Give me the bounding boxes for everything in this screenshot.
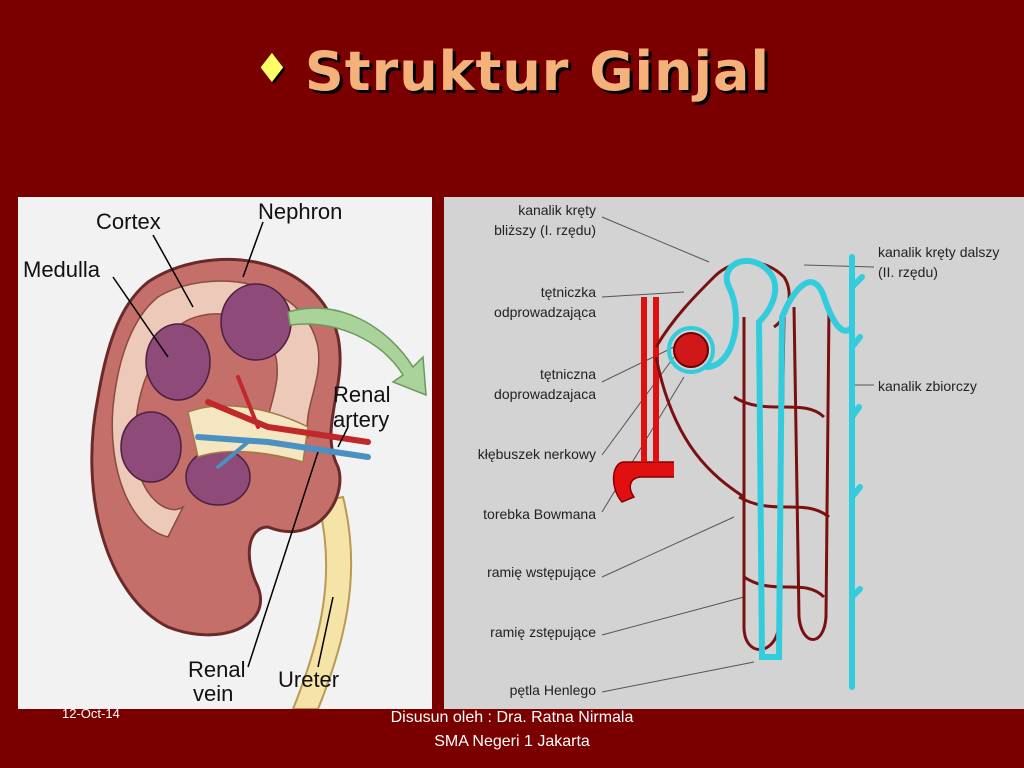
label-petla-henlego: pętla Henlego: [510, 682, 597, 698]
label-nephron: Nephron: [258, 199, 342, 224]
slide-title-text: Struktur Ginjal: [304, 40, 770, 103]
label-tetniczna: tętniczna: [540, 366, 596, 382]
nephron-left-labels: kanalik kręty bliższy (I. rzędu) tętnicz…: [478, 202, 596, 698]
label-ureter: Ureter: [278, 667, 339, 692]
label-renal-vein-2: vein: [193, 681, 233, 706]
label-tetniczka: tętniczka: [541, 284, 596, 300]
kidney-diagram: Cortex Nephron Medulla Renal artery Rena…: [18, 197, 432, 709]
nephron-arrow: [287, 307, 427, 397]
label-kanalik-dalszy: kanalik kręty dalszy: [878, 244, 999, 260]
renal-vessels: [195, 375, 371, 469]
ureter-shape: [291, 495, 353, 709]
footer-credit: Disusun oleh : Dra. Ratna Nirmala SMA Ne…: [300, 706, 724, 754]
label-medulla: Medulla: [23, 257, 101, 282]
nephron-diagram: kanalik kręty bliższy (I. rzędu) tętnicz…: [444, 197, 1024, 709]
label-renal-artery-1: Renal: [333, 382, 390, 407]
diamond-bullet-icon: ♦: [254, 46, 291, 92]
label-cortex: Cortex: [96, 209, 161, 234]
label-klebuszek: kłębuszek nerkowy: [478, 446, 596, 462]
renal-sinus: [187, 405, 309, 463]
label-renal-vein-1: Renal: [188, 657, 245, 682]
label-torebka: torebka Bowmana: [483, 506, 596, 522]
credit-line-2: SMA Negeri 1 Jakarta: [434, 733, 590, 750]
nephron-right-labels: kanalik kręty dalszy (II. rzędu) kanalik…: [878, 244, 999, 394]
peritubular-capillaries: [654, 260, 831, 651]
red-vessel-vertical: [641, 297, 659, 462]
credit-line-1: Disusun oleh : Dra. Ratna Nirmala: [390, 709, 634, 726]
nephron-tubule: [703, 254, 865, 690]
kidney-leader-lines: [112, 221, 349, 668]
label-kanalik-zbiorczy: kanalik zbiorczy: [878, 378, 977, 394]
kidney-illustration: Cortex Nephron Medulla Renal artery Rena…: [23, 199, 427, 709]
label-renal-artery-2: artery: [333, 407, 389, 432]
slide-title: ♦ Struktur Ginjal: [0, 40, 1024, 103]
afferent-artery: [612, 461, 674, 503]
medulla-pyramids: [120, 283, 292, 506]
label-ii-rzedu: (II. rzędu): [878, 264, 938, 280]
label-doprowadzajaca: doprowadzajaca: [494, 386, 596, 402]
footer-date: 12-Oct-14: [62, 706, 120, 721]
glomerulus: [673, 332, 709, 368]
label-ramie-zstepujace: ramię zstępujące: [490, 624, 596, 640]
bowman-capsule: [667, 326, 715, 374]
label-kanalik-krety: kanalik kręty: [518, 202, 596, 218]
label-ramie-wstepujace: ramię wstępujące: [487, 564, 596, 580]
label-odprowadzajaca: odprowadzająca: [494, 304, 596, 320]
nephron-illustration: kanalik kręty bliższy (I. rzędu) tętnicz…: [478, 202, 1000, 698]
label-blizszy: bliższy (I. rzędu): [494, 222, 596, 238]
